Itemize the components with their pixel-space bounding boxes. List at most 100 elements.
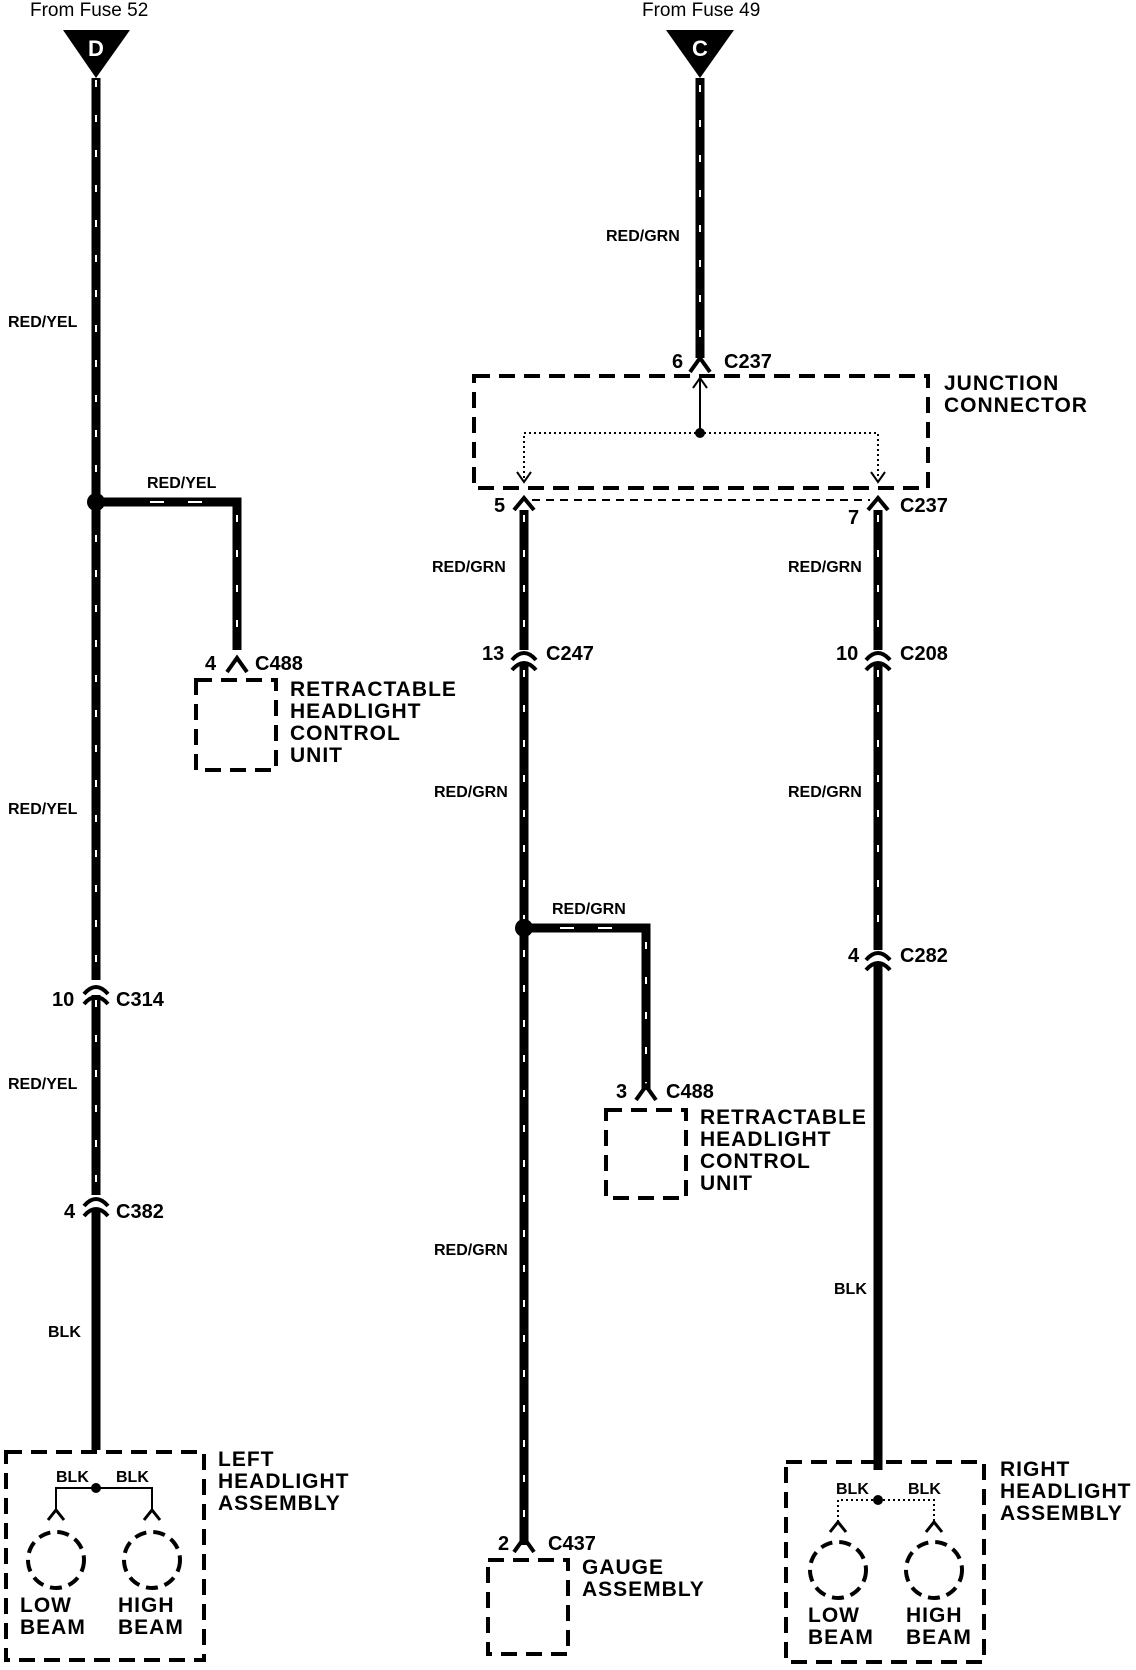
retract-unit-left-l1: RETRACTABLE	[290, 678, 457, 701]
retract-unit-left-box	[194, 678, 278, 772]
wire-label-blk-l1: BLK	[56, 1469, 89, 1486]
wire-high-beam-left	[96, 1487, 153, 1510]
high-beam-left-l2: BEAM	[118, 1616, 184, 1639]
high-beam-right-l2: BEAM	[906, 1626, 972, 1649]
c488-mid-name: C488	[666, 1081, 714, 1103]
c488-mid-symbol	[634, 1082, 658, 1102]
left-headlight-l2: HEADLIGHT	[218, 1470, 350, 1493]
c314-pin: 10	[52, 989, 74, 1011]
retract-unit-mid-l1: RETRACTABLE	[700, 1106, 867, 1129]
c437-symbol	[512, 1534, 536, 1554]
right-headlight-l3: ASSEMBLY	[1000, 1502, 1123, 1525]
left-headlight-l1: LEFT	[218, 1448, 275, 1471]
c437-pin: 2	[498, 1533, 509, 1555]
wire-label-red-yel-3: RED/YEL	[8, 1076, 78, 1093]
retract-unit-mid-l4: UNIT	[700, 1172, 753, 1195]
wire-label-red-grn-l2: RED/GRN	[434, 784, 508, 801]
retract-unit-mid-l2: HEADLIGHT	[700, 1128, 832, 1151]
low-beam-left-l2: BEAM	[20, 1616, 86, 1639]
wire-branch-red-yel	[100, 497, 242, 650]
high-beam-left-l1: HIGH	[118, 1594, 175, 1617]
wire-label-red-grn-l1: RED/GRN	[432, 559, 506, 576]
c382-symbol-top	[82, 1197, 110, 1208]
wire-label-blk-right: BLK	[834, 1281, 867, 1298]
wire-low-beam-left	[55, 1487, 96, 1510]
wire-branch-red-grn	[528, 923, 651, 1090]
left-headlight-l3: ASSEMBLY	[218, 1492, 341, 1515]
c237-pin7: 7	[848, 507, 859, 529]
right-headlight-l1: RIGHT	[1000, 1458, 1070, 1481]
junction-connector-l1: JUNCTION	[944, 372, 1059, 395]
c237-pin7-symbol	[866, 494, 890, 512]
retract-unit-mid-l3: CONTROL	[700, 1150, 811, 1173]
wire-label-blk-r1: BLK	[836, 1481, 869, 1498]
c237-pin5-symbol	[512, 494, 536, 512]
retract-unit-left-l2: HEADLIGHT	[290, 700, 422, 723]
wire-label-red-grn-r1: RED/GRN	[788, 559, 862, 576]
c237-top-name: C237	[724, 351, 772, 373]
source-c-triangle	[666, 30, 734, 78]
c247-name: C247	[546, 643, 594, 665]
c488-left-symbol	[225, 654, 249, 674]
c437-name: C437	[548, 1533, 596, 1555]
high-beam-right-bulb	[904, 1540, 964, 1600]
low-beam-right-l1: LOW	[808, 1604, 860, 1627]
high-beam-right-l1: HIGH	[906, 1604, 963, 1627]
c488-left-name: C488	[255, 653, 303, 675]
left-circuit: From Fuse 52 D RED/YEL RED/YEL RED/YEL B…	[4, 0, 457, 1662]
c237-top-symbol	[688, 354, 712, 374]
source-d-letter: D	[88, 36, 104, 61]
c208-symbol-top	[864, 651, 892, 662]
c382-symbol-bottom	[82, 1207, 110, 1218]
wire-label-red-yel-1: RED/YEL	[8, 314, 78, 331]
source-c-letter: C	[692, 36, 708, 61]
retract-unit-mid-box	[604, 1108, 688, 1200]
low-beam-left-pin	[46, 1507, 66, 1521]
wire-label-red-grn-r2: RED/GRN	[788, 784, 862, 801]
source-d-triangle	[63, 30, 130, 78]
c314-symbol-top	[82, 985, 110, 996]
source-d-label: From Fuse 52	[30, 0, 148, 21]
c237-bottom-name: C237	[900, 495, 948, 517]
c208-name: C208	[900, 643, 948, 665]
wire-label-red-yel-branch: RED/YEL	[147, 475, 217, 492]
high-beam-left-bulb	[122, 1530, 182, 1590]
wire-label-red-grn-branch: RED/GRN	[552, 901, 626, 918]
c237-pin5: 5	[494, 495, 505, 517]
c208-symbol-bottom	[864, 661, 892, 672]
c247-symbol-bottom	[510, 661, 538, 672]
c208-pin: 10	[836, 643, 858, 665]
c282-symbol-bottom	[864, 961, 892, 972]
junction-connector-l2: CONNECTOR	[944, 394, 1088, 417]
gauge-assembly-l1: GAUGE	[582, 1556, 664, 1579]
c282-pin: 4	[848, 945, 860, 967]
wire-high-beam-right	[878, 1499, 935, 1522]
junction-arrow-up	[692, 376, 708, 389]
wire-label-blk-l2: BLK	[116, 1469, 149, 1486]
high-beam-right-pin	[924, 1519, 944, 1533]
right-circuit: From Fuse 49 C RED/GRN 6 C237 JUNCTION C…	[432, 0, 1131, 1664]
c237-top-pin: 6	[672, 351, 683, 373]
wire-low-beam-right	[837, 1499, 878, 1522]
retract-unit-left-l4: UNIT	[290, 744, 343, 767]
c314-symbol-bottom	[82, 995, 110, 1006]
c247-symbol-top	[510, 651, 538, 662]
low-beam-right-pin	[828, 1519, 848, 1533]
wire-label-red-grn-l3: RED/GRN	[434, 1242, 508, 1259]
wire-label-blk-r2: BLK	[908, 1481, 941, 1498]
c282-name: C282	[900, 945, 948, 967]
c488-left-pin: 4	[205, 653, 217, 675]
source-c-label: From Fuse 49	[642, 0, 760, 21]
c488-mid-pin: 3	[616, 1081, 627, 1103]
low-beam-right-bulb	[808, 1540, 868, 1600]
wire-label-red-yel-2: RED/YEL	[8, 801, 78, 818]
retract-unit-left-l3: CONTROL	[290, 722, 401, 745]
low-beam-left-l1: LOW	[20, 1594, 72, 1617]
wire-label-red-grn-top: RED/GRN	[606, 228, 680, 245]
c382-pin: 4	[64, 1201, 76, 1223]
c382-name: C382	[116, 1201, 164, 1223]
c247-pin: 13	[482, 643, 504, 665]
left-headlight-box	[4, 1450, 206, 1662]
high-beam-left-pin	[142, 1507, 162, 1521]
